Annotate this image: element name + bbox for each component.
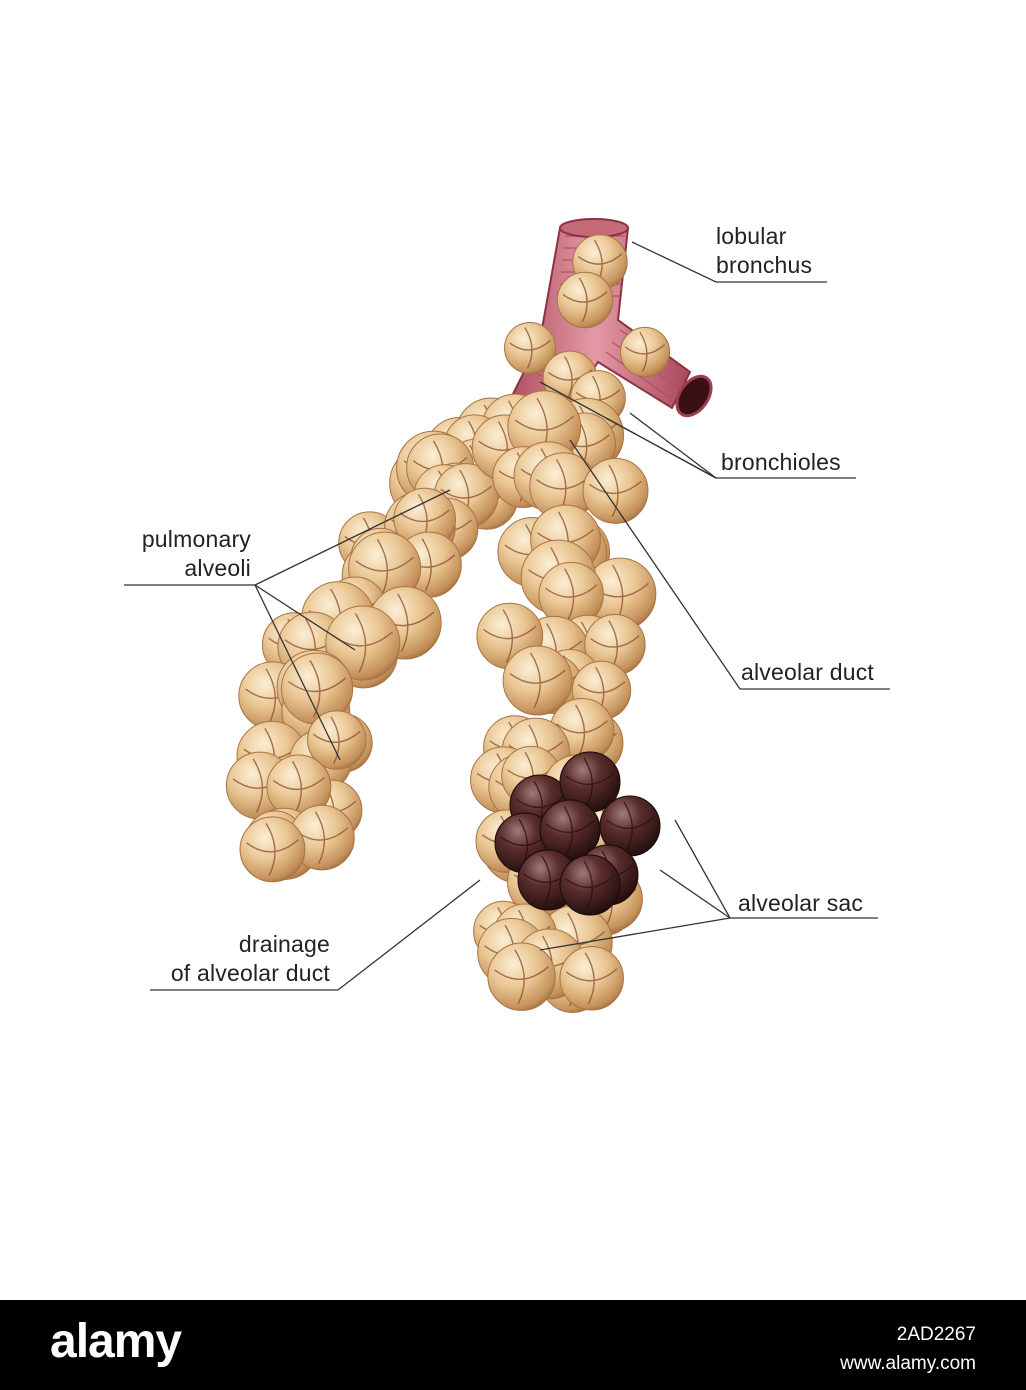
alveolus: [559, 946, 624, 1011]
label-pulmonary-alveoli: pulmonary alveoli: [141, 526, 251, 581]
leader-lobular-bronchus: [631, 241, 827, 283]
alveolus: [582, 457, 649, 524]
alveolus: [502, 645, 573, 716]
leader-bronchioles-3: [539, 381, 717, 479]
site-url: www.alamy.com: [840, 1353, 976, 1374]
alveolus: [556, 271, 614, 329]
leader-alveolar-sac-3: [539, 917, 731, 951]
alveolus: [239, 816, 306, 883]
alveolus: [503, 321, 557, 375]
label-bronchioles: bronchioles: [721, 449, 841, 475]
leader-drainage: [150, 879, 481, 991]
bronchiole-opening: [675, 374, 713, 418]
alveoli-illustration: [124, 218, 890, 1013]
alveolus: [538, 561, 604, 628]
bronchus-opening: [559, 218, 629, 238]
alveolus: [559, 854, 621, 916]
label-drainage-of-alveolar-duct: drainage of alveolar duct: [170, 931, 330, 986]
leader-alveolar-duct: [569, 439, 890, 690]
alveolus: [619, 326, 671, 378]
alveolus: [307, 710, 367, 770]
label-alveolar-duct: alveolar duct: [741, 659, 875, 685]
alveolar-sac-cluster: [494, 751, 661, 916]
label-alveolar-sac: alveolar sac: [738, 890, 864, 916]
diagram: lobular bronchus bronchioles pulmonary a…: [124, 218, 890, 1013]
leader-alveolar-sac-2: [659, 869, 731, 919]
alveolus: [583, 557, 657, 631]
alveolus: [539, 799, 601, 861]
alveolus: [487, 942, 556, 1011]
leader-pulmonary-alveoli-2: [254, 489, 451, 586]
footer-bar: alamy 2AD2267 www.alamy.com: [0, 1300, 1026, 1390]
leader-lines: [124, 241, 890, 991]
label-lobular-bronchus: lobular bronchus: [716, 223, 813, 278]
alamy-logo: alamy: [50, 1315, 182, 1368]
image-id: 2AD2267: [896, 1324, 976, 1345]
leader-pulmonary-alveoli-3: [254, 584, 341, 761]
